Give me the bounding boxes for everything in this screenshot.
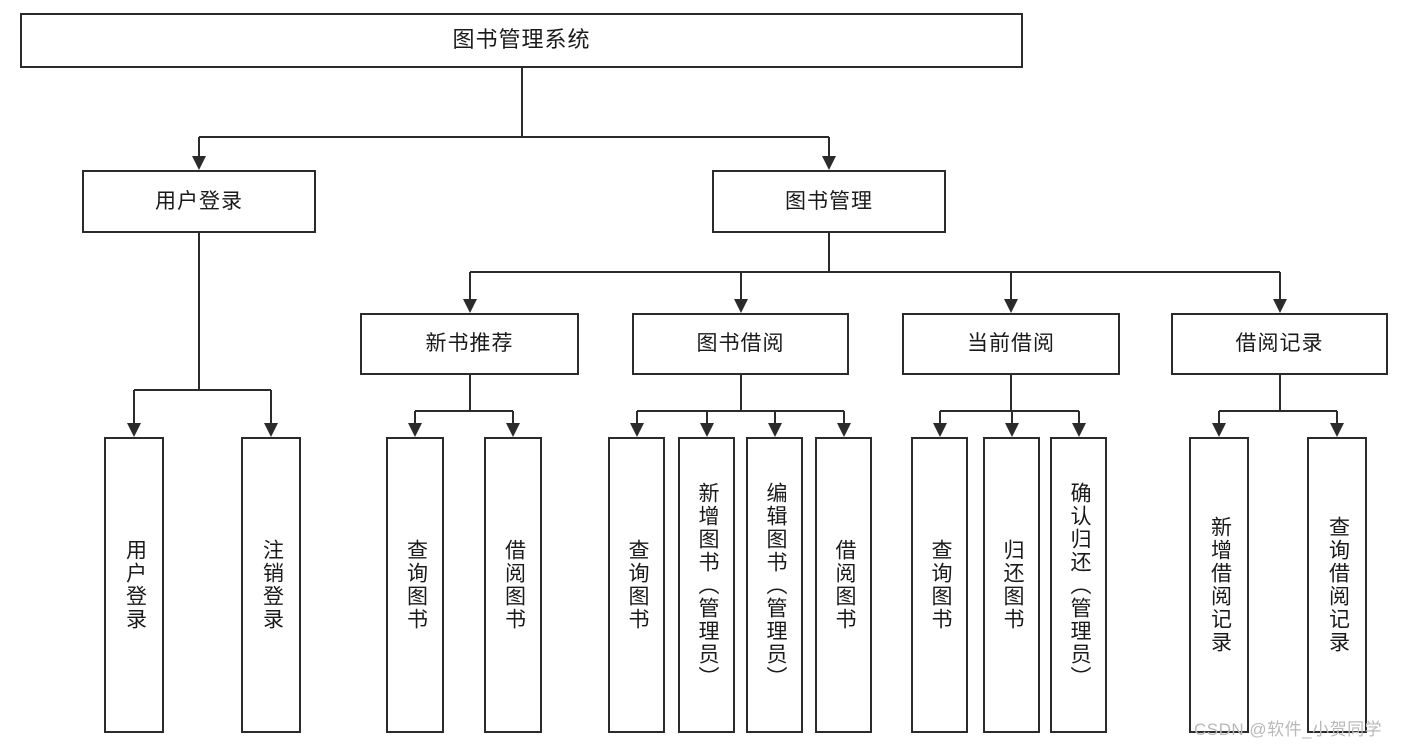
node-root-图书管理系统[interactable]: 图书管理系统 xyxy=(20,13,1023,68)
node-leaf-图书借阅-借阅图书[interactable]: 借阅图书 xyxy=(815,437,872,733)
node-leaf-借阅记录-查询借阅记录-label: 查询借阅记录 xyxy=(1326,516,1350,654)
node-l2-借阅记录-label: 借阅记录 xyxy=(1235,332,1324,356)
node-leaf-新书推荐-借阅图书-label: 借阅图书 xyxy=(502,539,526,631)
node-l1-用户登录-label: 用户登录 xyxy=(155,189,243,213)
arrow-head-icon xyxy=(1212,423,1226,437)
node-leaf-当前借阅-查询图书[interactable]: 查询图书 xyxy=(911,437,968,733)
node-leaf-借阅记录-新增借阅记录[interactable]: 新增借阅记录 xyxy=(1189,437,1249,733)
connector-stem xyxy=(198,233,200,390)
arrow-head-icon xyxy=(1272,299,1287,313)
node-l2-新书推荐[interactable]: 新书推荐 xyxy=(360,313,579,375)
arrow-head-icon xyxy=(1004,423,1019,437)
node-l1-图书管理[interactable]: 图书管理 xyxy=(712,170,946,233)
node-leaf-当前借阅-确认归还管理员[interactable]: 确认归还（管理员） xyxy=(1050,437,1107,733)
connector-drop xyxy=(468,272,471,300)
node-leaf-用户登录-用户登录-label: 用户登录 xyxy=(123,539,147,631)
watermark-text: CSDN @软件_小贺同学 xyxy=(1194,720,1383,739)
connector-bus xyxy=(415,410,513,412)
connector-bus xyxy=(1219,410,1337,412)
node-leaf-当前借阅-归还图书-label: 归还图书 xyxy=(1000,539,1024,631)
arrow-head-icon xyxy=(462,299,477,313)
connector-drop xyxy=(270,390,272,424)
node-leaf-图书借阅-编辑图书管理员[interactable]: 编辑图书（管理员） xyxy=(746,437,803,733)
node-leaf-借阅记录-新增借阅记录-label: 新增借阅记录 xyxy=(1208,516,1232,654)
arrow-head-icon xyxy=(1071,423,1086,437)
connector-stem xyxy=(828,233,830,272)
arrow-head-icon xyxy=(699,423,714,437)
connector-drop xyxy=(635,411,638,424)
node-l1-图书管理-label: 图书管理 xyxy=(785,189,873,213)
arrow-head-icon xyxy=(192,156,206,170)
connector-drop xyxy=(1336,411,1338,424)
node-leaf-用户登录-注销登录[interactable]: 注销登录 xyxy=(241,437,301,733)
arrow-head-icon xyxy=(127,423,141,437)
connector-drop xyxy=(414,411,416,424)
node-leaf-图书借阅-查询图书-label: 查询图书 xyxy=(625,539,649,631)
connector-stem xyxy=(520,68,523,137)
connector-drop xyxy=(198,137,200,157)
node-leaf-新书推荐-借阅图书[interactable]: 借阅图书 xyxy=(484,437,542,733)
node-l2-新书推荐-label: 新书推荐 xyxy=(425,332,514,356)
node-l2-当前借阅[interactable]: 当前借阅 xyxy=(902,313,1120,375)
connector-drop xyxy=(512,411,514,424)
connector-drop xyxy=(1278,272,1281,300)
connector-bus xyxy=(636,410,844,412)
connector-drop xyxy=(133,390,135,424)
connector-stem xyxy=(468,375,471,411)
connector-drop xyxy=(1010,272,1012,300)
node-leaf-新书推荐-查询图书[interactable]: 查询图书 xyxy=(386,437,444,733)
connector-stem xyxy=(1278,375,1281,411)
connector-drop xyxy=(1077,411,1080,424)
node-root-图书管理系统-label: 图书管理系统 xyxy=(452,27,591,53)
connector-drop xyxy=(828,137,830,157)
arrow-head-icon xyxy=(932,423,947,437)
connector-drop xyxy=(705,411,708,424)
node-l2-当前借阅-label: 当前借阅 xyxy=(967,332,1055,356)
node-leaf-新书推荐-查询图书-label: 查询图书 xyxy=(404,539,428,631)
connector-drop xyxy=(938,411,941,424)
connector-stem xyxy=(739,375,742,411)
node-leaf-借阅记录-查询借阅记录[interactable]: 查询借阅记录 xyxy=(1307,437,1367,733)
arrow-head-icon xyxy=(733,299,748,313)
connector-drop xyxy=(842,411,845,424)
node-l1-用户登录[interactable]: 用户登录 xyxy=(82,170,316,233)
node-leaf-图书借阅-查询图书[interactable]: 查询图书 xyxy=(608,437,665,733)
node-leaf-用户登录-用户登录[interactable]: 用户登录 xyxy=(104,437,164,733)
node-leaf-当前借阅-查询图书-label: 查询图书 xyxy=(928,539,952,631)
connector-stem xyxy=(1010,375,1012,411)
arrow-head-icon xyxy=(408,423,422,437)
node-leaf-图书借阅-借阅图书-label: 借阅图书 xyxy=(832,539,856,631)
connector-drop xyxy=(1218,411,1220,424)
node-l2-图书借阅[interactable]: 图书借阅 xyxy=(632,313,849,375)
connector-drop xyxy=(773,411,776,424)
arrow-head-icon xyxy=(506,423,520,437)
connector-drop xyxy=(1010,411,1013,424)
node-leaf-当前借阅-归还图书[interactable]: 归还图书 xyxy=(983,437,1040,733)
node-l2-借阅记录[interactable]: 借阅记录 xyxy=(1171,313,1388,375)
connector-bus xyxy=(134,389,271,391)
arrow-head-icon xyxy=(822,156,836,170)
connector-bus xyxy=(199,136,829,138)
arrow-head-icon xyxy=(629,423,644,437)
arrow-head-icon xyxy=(767,423,782,437)
arrow-head-icon xyxy=(1004,299,1018,313)
node-leaf-用户登录-注销登录-label: 注销登录 xyxy=(260,539,284,631)
arrow-head-icon xyxy=(264,423,278,437)
node-leaf-图书借阅-新增图书管理员[interactable]: 新增图书（管理员） xyxy=(678,437,735,733)
connector-drop xyxy=(739,272,742,300)
arrow-head-icon xyxy=(1330,423,1344,437)
connector-bus xyxy=(469,271,1280,273)
connector-bus xyxy=(939,410,1079,412)
node-leaf-图书借阅-新增图书管理员-label: 新增图书（管理员） xyxy=(695,481,719,689)
node-l2-图书借阅-label: 图书借阅 xyxy=(696,332,785,356)
arrow-head-icon xyxy=(836,423,851,437)
node-leaf-图书借阅-编辑图书管理员-label: 编辑图书（管理员） xyxy=(763,481,787,689)
node-leaf-当前借阅-确认归还管理员-label: 确认归还（管理员） xyxy=(1067,481,1091,689)
